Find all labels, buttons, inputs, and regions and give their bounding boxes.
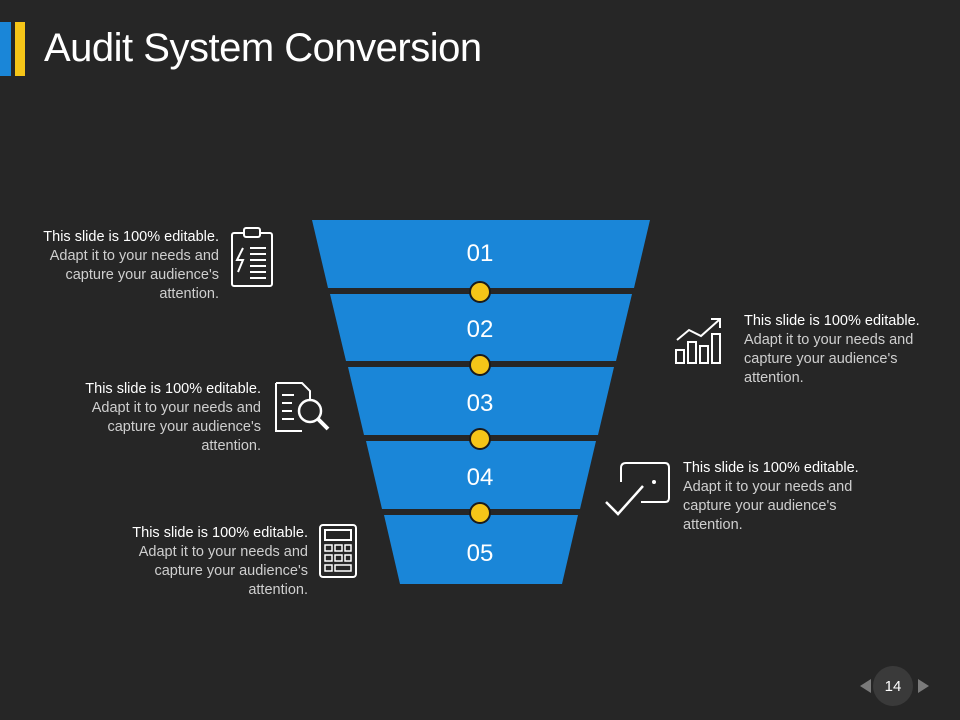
- callout-2-strong: This slide is 100% editable.: [85, 381, 261, 397]
- callout-1-strong: This slide is 100% editable.: [43, 229, 219, 245]
- callout-1-rest: Adapt it to your needs and capture your …: [49, 248, 219, 302]
- callout-3-text: This slide is 100% editable. Adapt it to…: [123, 524, 308, 600]
- funnel-stage-1: [312, 220, 650, 288]
- funnel-stage-label-3: 03: [467, 390, 494, 417]
- clipboard-icon: [231, 227, 273, 287]
- funnel-stage-label-2: 02: [467, 316, 494, 343]
- page-number-badge: 14: [873, 666, 913, 706]
- funnel-connector-dot-4: [469, 502, 491, 524]
- title-accent-bar-yellow: [15, 22, 25, 76]
- growth-chart-icon: [675, 318, 721, 364]
- callout-3-rest: Adapt it to your needs and capture your …: [138, 544, 308, 598]
- title-accent-bar-blue: [0, 22, 11, 76]
- funnel-stage-label-4: 04: [467, 464, 494, 491]
- prev-slide-arrow-icon[interactable]: [860, 679, 871, 693]
- funnel-stage-label-5: 05: [467, 540, 494, 567]
- callout-5-strong: This slide is 100% editable.: [683, 460, 859, 476]
- slide-pager: 14: [860, 666, 940, 706]
- callout-1-text: This slide is 100% editable. Adapt it to…: [34, 228, 219, 304]
- wallet-check-icon: [605, 462, 670, 516]
- document-search-icon: [275, 382, 330, 432]
- next-slide-arrow-icon[interactable]: [918, 679, 929, 693]
- callout-2-rest: Adapt it to your needs and capture your …: [91, 400, 261, 454]
- callout-4-rest: Adapt it to your needs and capture your …: [744, 332, 914, 386]
- funnel-stage-5: [384, 515, 578, 584]
- callout-4-text: This slide is 100% editable. Adapt it to…: [744, 312, 929, 388]
- funnel-diagram: 01 02 03 04 05: [312, 220, 650, 584]
- callout-5-text: This slide is 100% editable. Adapt it to…: [683, 459, 868, 535]
- callout-2-text: This slide is 100% editable. Adapt it to…: [76, 380, 261, 456]
- funnel-stage-label-1: 01: [467, 240, 494, 267]
- funnel-stage-2: [330, 294, 632, 361]
- funnel-connector-dot-2: [469, 354, 491, 376]
- callout-5-rest: Adapt it to your needs and capture your …: [683, 479, 853, 533]
- callout-4-strong: This slide is 100% editable.: [744, 313, 920, 329]
- calculator-icon: [319, 524, 357, 578]
- funnel-connector-dot-3: [469, 428, 491, 450]
- funnel-stage-4: [366, 441, 596, 509]
- callout-3-strong: This slide is 100% editable.: [132, 525, 308, 541]
- slide-title: Audit System Conversion: [44, 26, 482, 70]
- funnel-stage-3: [348, 367, 614, 435]
- funnel-connector-dot-1: [469, 281, 491, 303]
